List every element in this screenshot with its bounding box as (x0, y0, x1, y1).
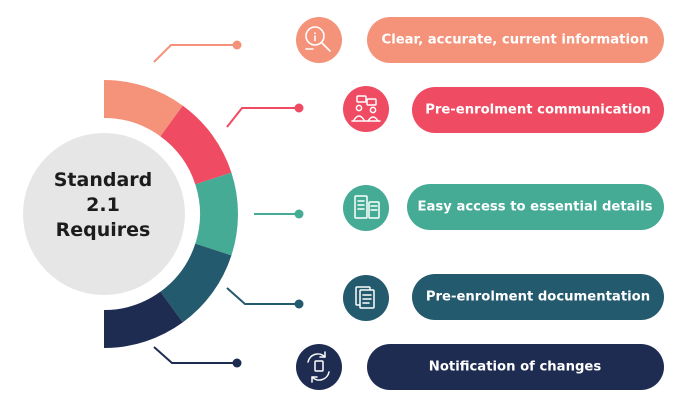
ring-segment-5 (104, 291, 183, 348)
item-pill-2: Pre-enrolment communication (412, 87, 664, 133)
connector-5 (153, 346, 242, 368)
item-pill-5: Notification of changes (367, 344, 664, 390)
item-pill-1: Clear, accurate, current information (367, 17, 664, 63)
icon-badge-4 (343, 275, 389, 321)
item-label-2: Pre-enrolment communication (425, 103, 651, 118)
icon-badge-3 (343, 185, 389, 231)
center-title-line-3: Requires (56, 219, 151, 241)
connector-3 (254, 209, 304, 219)
icon-badge-2 (343, 86, 389, 132)
item-label-5: Notification of changes (429, 360, 602, 375)
item-label-4: Pre-enrolment documentation (426, 290, 650, 305)
ring-segment-1 (104, 80, 183, 137)
refresh-document-icon (307, 351, 330, 383)
connector-4 (226, 287, 304, 309)
item-pill-4: Pre-enrolment documentation (412, 274, 664, 320)
center-title-line-1: Standard (54, 169, 153, 191)
ring-segment-3 (195, 172, 238, 256)
item-label-3: Easy access to essential details (418, 200, 653, 215)
magnifying-glass-info-icon (305, 26, 331, 52)
ring-segments (104, 80, 238, 348)
item-label-1: Clear, accurate, current information (382, 33, 649, 48)
ring-segment-2 (160, 105, 232, 185)
documents-files-icon (354, 195, 380, 219)
paper-stack-icon (355, 286, 375, 309)
item-pill-3: Easy access to essential details (407, 184, 664, 230)
connector-1 (153, 40, 242, 63)
icon-badge-5 (296, 344, 342, 390)
conversation-people-icon (351, 95, 381, 122)
ring-segment-4 (160, 243, 232, 323)
center-circle (23, 133, 185, 295)
connector-2 (226, 103, 304, 128)
icon-badge-1 (296, 17, 342, 63)
center-title-line-2: 2.1 (86, 194, 120, 216)
